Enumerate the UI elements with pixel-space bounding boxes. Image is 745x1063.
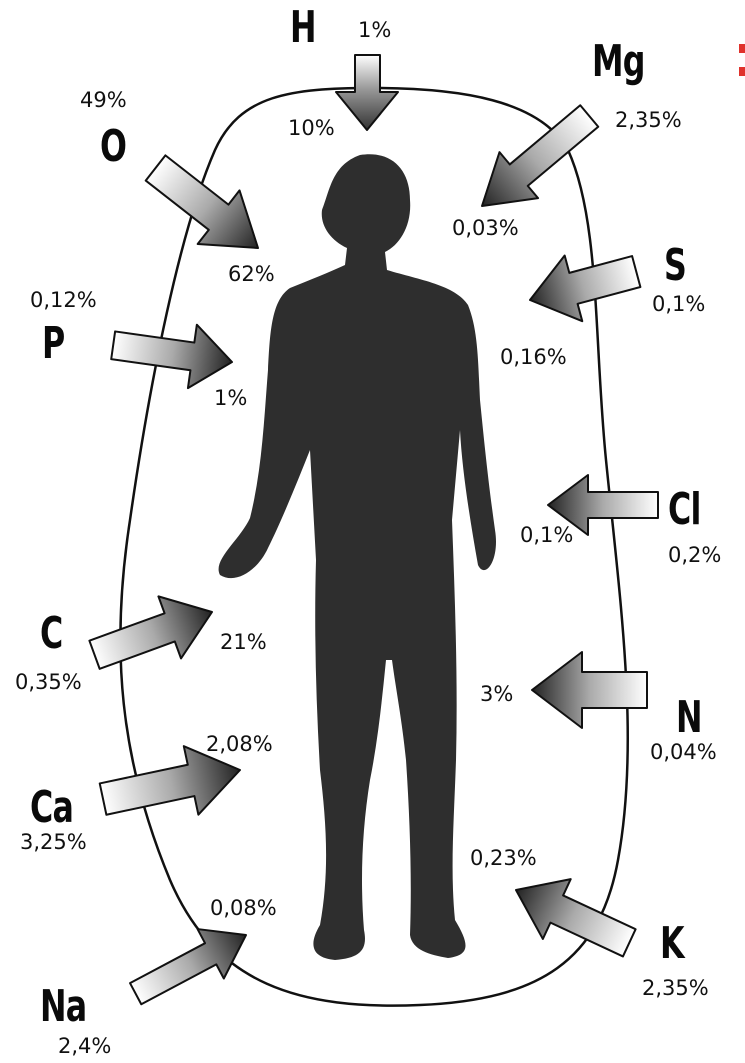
outside-pct-k: 2,35% [642, 978, 709, 999]
symbol-p: P [42, 322, 65, 366]
outside-pct-mg: 2,35% [615, 110, 682, 131]
symbol-ca: Ca [30, 786, 73, 830]
symbol-cl: Cl [668, 488, 701, 532]
inside-pct-o: 62% [228, 264, 275, 285]
symbol-c: C [40, 612, 63, 656]
inside-pct-p: 1% [214, 388, 247, 409]
inside-pct-mg: 0,03% [452, 218, 519, 239]
arrow-na [122, 910, 259, 1018]
outside-pct-p: 0,12% [30, 290, 97, 311]
outside-pct-cl: 0,2% [668, 545, 721, 566]
inside-pct-ca: 2,08% [206, 734, 273, 755]
inside-pct-na: 0,08% [210, 898, 277, 919]
inside-pct-s: 0,16% [500, 347, 567, 368]
arrow-o [135, 141, 279, 275]
symbol-s: S [664, 244, 686, 288]
edge-color-marks [739, 44, 745, 84]
outside-pct-c: 0,35% [15, 672, 82, 693]
inside-pct-k: 0,23% [470, 848, 537, 869]
outside-pct-na: 2,4% [58, 1036, 111, 1057]
symbol-mg: Mg [592, 40, 645, 84]
inside-pct-n: 3% [480, 684, 513, 705]
outside-pct-ca: 3,25% [20, 832, 87, 853]
outside-pct-s: 0,1% [652, 294, 705, 315]
symbol-h: H [290, 6, 316, 50]
outside-pct-o: 49% [80, 90, 127, 111]
symbol-n: N [676, 696, 702, 740]
inside-pct-cl: 0,1% [520, 525, 573, 546]
arrow-s [521, 239, 645, 333]
inside-pct-h: 10% [288, 118, 335, 139]
outside-pct-h: 1% [358, 20, 391, 41]
symbol-k: K [660, 922, 684, 966]
arrow-c [83, 581, 223, 686]
arrow-h [336, 55, 398, 130]
arrow-mg [463, 93, 609, 229]
arrow-n [532, 652, 647, 728]
outside-pct-n: 0,04% [650, 742, 717, 763]
arrow-p [109, 314, 237, 394]
symbol-na: Na [40, 985, 86, 1029]
inside-pct-c: 21% [220, 632, 267, 653]
symbol-o: O [100, 125, 126, 169]
